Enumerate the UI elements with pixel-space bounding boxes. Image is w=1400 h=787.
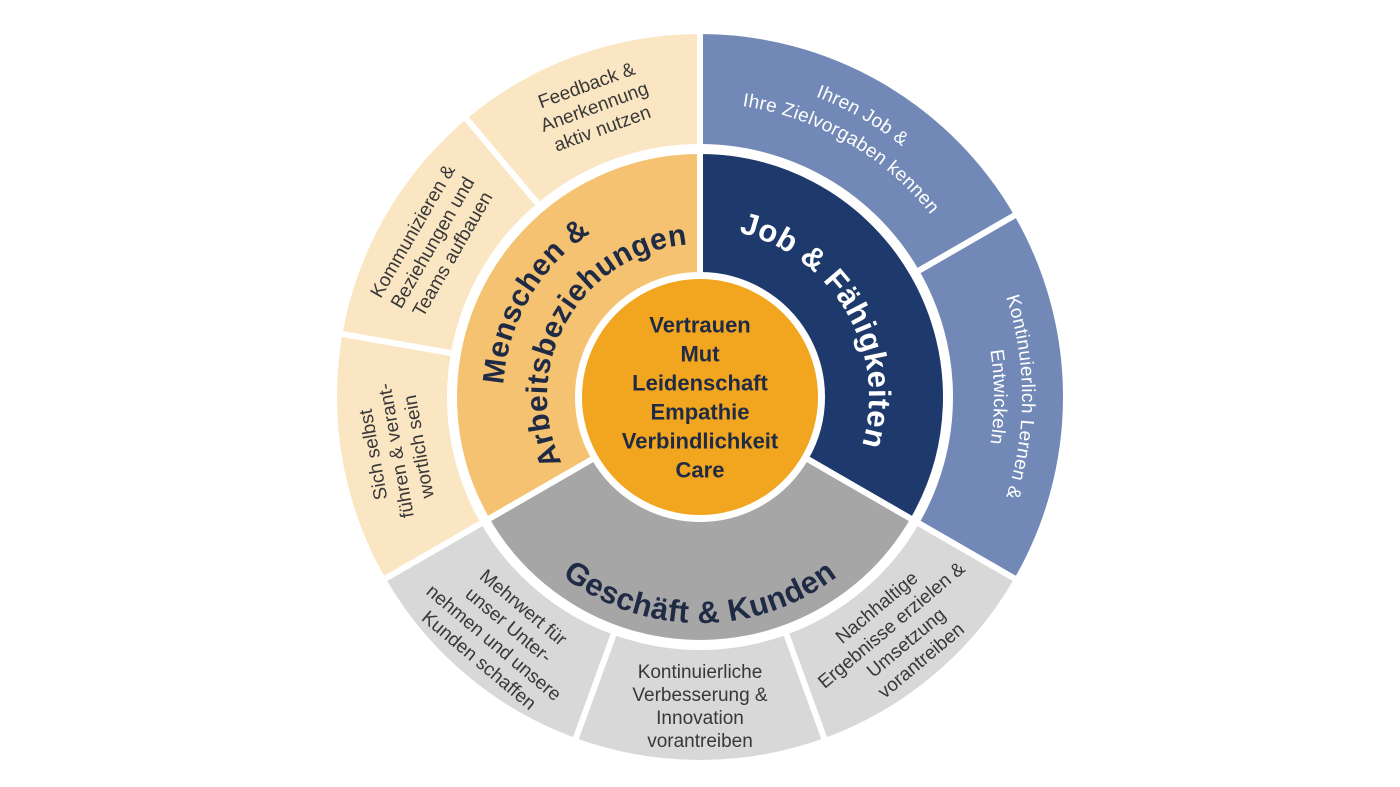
segment-lernen [913, 211, 1069, 583]
segment-mehrwert [380, 519, 618, 744]
center-circle [582, 279, 818, 515]
label-lernen-line2: Entwickeln [985, 348, 1010, 446]
segments [331, 28, 1069, 766]
segment-menschen [451, 148, 703, 523]
segment-ihren-job [697, 28, 1020, 275]
segment-geschaeft [483, 455, 917, 646]
segment-job [697, 148, 949, 523]
